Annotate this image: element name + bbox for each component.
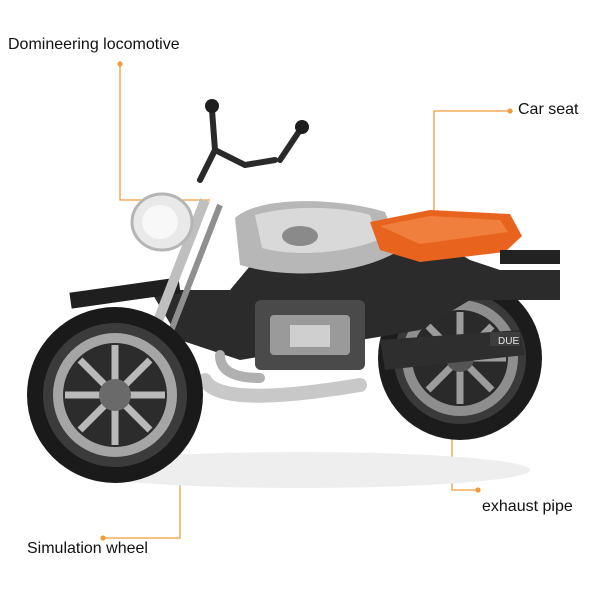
fuel-tank (235, 201, 400, 274)
exhaust-pipes (198, 350, 367, 403)
leader-locomotive (119, 64, 210, 201)
ground-shadow (70, 452, 530, 488)
leader-seat (433, 110, 510, 225)
leader-dots (100, 61, 513, 541)
annotation-locomotive: Domineering locomotive (8, 36, 180, 53)
annotation-simulation-wheel: Simulation wheel (27, 540, 148, 557)
mirror-left (205, 99, 219, 113)
swingarm (380, 330, 525, 370)
annotation-car-seat: Car seat (518, 101, 579, 118)
seat (370, 210, 560, 264)
handlebars (197, 107, 303, 183)
front-wheel (27, 307, 203, 483)
mirror-right (295, 120, 309, 134)
frame (69, 230, 560, 360)
engine (255, 300, 365, 370)
marking-due: DUE (498, 336, 519, 347)
annotation-exhaust-pipe: exhaust pipe (482, 498, 573, 515)
headlight (130, 192, 194, 252)
